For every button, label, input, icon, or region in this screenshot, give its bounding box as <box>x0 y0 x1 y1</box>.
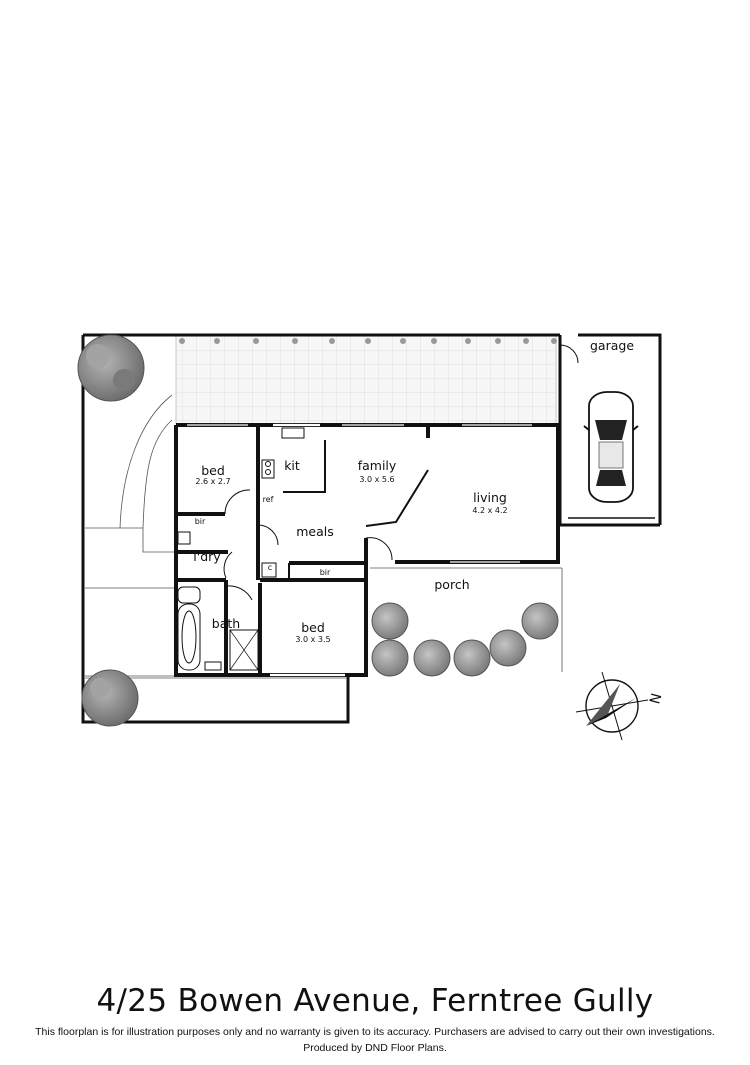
porch-label: porch <box>434 577 469 592</box>
laundry-fixtures <box>177 531 277 578</box>
bath-label: bath <box>212 616 240 631</box>
bed1-label: bed <box>201 463 225 478</box>
bir1-label: bir <box>195 517 206 526</box>
side-path <box>85 394 563 679</box>
ldry-label: l'dry <box>193 549 221 564</box>
garage: garage <box>558 335 660 527</box>
bath-fixtures <box>177 586 259 671</box>
disclaimer-block: This floorplan is for illustration purpo… <box>0 1024 750 1056</box>
rear-deck <box>175 335 557 425</box>
kitchen-fixtures <box>261 427 305 479</box>
kit-label: kit <box>284 458 300 473</box>
bed2-label: bed <box>301 620 325 635</box>
garage-label: garage <box>590 338 634 353</box>
cupboard-label: c <box>268 563 272 572</box>
family-label: family <box>358 458 397 473</box>
door-swings <box>223 489 393 601</box>
bed2-dims: 3.0 x 3.5 <box>295 635 330 644</box>
trees <box>77 334 559 727</box>
shrub-icon <box>521 602 559 640</box>
bir2-label: bir <box>320 568 331 577</box>
property-boundary <box>81 333 662 724</box>
deck-posts <box>179 338 557 344</box>
disclaimer-text: This floorplan is for illustration purpo… <box>35 1026 715 1038</box>
floor-plan: garage <box>77 333 665 741</box>
shrub-icon <box>413 639 451 677</box>
shrub-icon <box>371 639 409 677</box>
compass-icon: N <box>575 671 665 741</box>
shrub-icon <box>453 639 491 677</box>
producer-credit: Produced by DND Floor Plans. <box>303 1042 447 1054</box>
shrub-icon <box>371 602 409 640</box>
bed1-dims: 2.6 x 2.7 <box>195 477 230 486</box>
windows <box>187 423 532 677</box>
tree-icon <box>77 334 145 402</box>
interior-partitions <box>260 440 429 581</box>
room-labels: bed 2.6 x 2.7 kit family 3.0 x 5.6 livin… <box>193 458 507 644</box>
address-title: 4/25 Bowen Avenue, Ferntree Gully <box>96 983 654 1019</box>
ref-label: ref <box>263 495 274 504</box>
compass-north-label: N <box>647 692 665 706</box>
living-dims: 4.2 x 4.2 <box>472 506 507 515</box>
tree-icon <box>81 669 139 727</box>
family-dims: 3.0 x 5.6 <box>359 475 394 484</box>
shrub-icon <box>489 629 527 667</box>
car-icon <box>583 391 639 503</box>
meals-label: meals <box>296 524 334 539</box>
window-lines <box>187 423 532 564</box>
living-label: living <box>473 490 507 505</box>
